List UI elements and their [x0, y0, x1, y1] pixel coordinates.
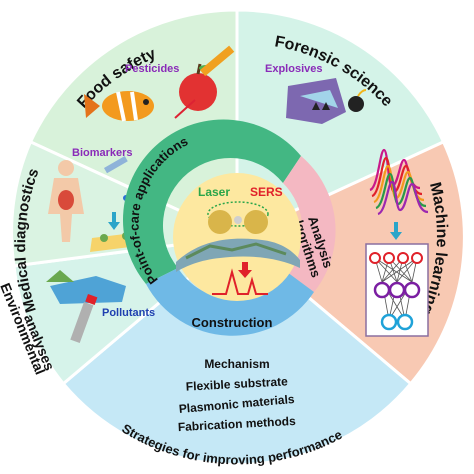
down-arrow-icon	[238, 262, 252, 278]
food-safety-sector	[28, 8, 239, 240]
strategy-item: Flexible substrate	[185, 374, 288, 393]
neural-network-icon	[365, 243, 429, 337]
nanoparticle-icon	[208, 210, 268, 234]
pipe-icon	[70, 294, 98, 344]
biomarkers-label: Biomarkers	[72, 147, 133, 159]
down-arrow-icon	[108, 212, 120, 230]
syringe-icon	[104, 156, 128, 174]
construction-ring	[146, 268, 314, 336]
explosives-bag-icon	[286, 78, 346, 124]
fish-icon	[84, 91, 154, 122]
pesticides-label: Pesticides	[125, 63, 179, 75]
strategy-item: Mechanism	[204, 357, 269, 371]
laser-label: Laser	[198, 185, 230, 199]
poc-ring	[122, 119, 301, 284]
explosives-label: Explosives	[265, 63, 322, 75]
center-illustration: Laser SERS	[173, 173, 301, 301]
sers-peak-icon	[212, 268, 268, 295]
strategies-sector	[61, 235, 413, 467]
sers-label: SERS	[250, 185, 283, 199]
down-arrow-icon	[390, 222, 402, 240]
bomb-icon	[348, 89, 367, 112]
spectra-icon	[369, 148, 429, 216]
construction-title: Construction	[192, 315, 273, 330]
lake-icon	[46, 270, 126, 304]
syringe-icon	[174, 45, 235, 119]
pollutants-label: Pollutants	[102, 307, 155, 319]
human-body-icon	[48, 160, 84, 242]
strategy-item: Fabrication methods	[177, 414, 296, 434]
